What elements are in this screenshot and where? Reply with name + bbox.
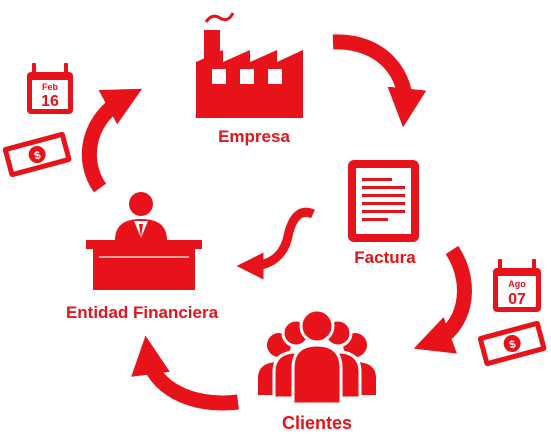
- calendar-day-left: 16: [41, 93, 59, 110]
- arrow-factura-to-entidad: [236, 207, 315, 280]
- money-bill-icon: $: [2, 131, 72, 178]
- entidad-financiera-label: Entidad Financiera: [66, 303, 219, 322]
- clientes-label: Clientes: [282, 413, 352, 433]
- calendar-month-right: Ago: [508, 279, 526, 289]
- calendar-month-left: Feb: [42, 82, 59, 92]
- people-group-icon: [258, 308, 376, 406]
- invoice-document-icon: [348, 160, 419, 242]
- svg-text:$: $: [508, 338, 517, 351]
- factura-label: Factura: [354, 248, 416, 267]
- banker-desk-icon: [86, 192, 202, 290]
- factory-icon: [196, 12, 303, 118]
- arrow-clientes-to-entidad: [131, 335, 239, 411]
- empresa-label: Empresa: [218, 127, 290, 146]
- arrow-factura-to-clientes: [413, 245, 472, 354]
- money-bill-icon: $: [477, 320, 547, 367]
- calendar-icon: [27, 63, 73, 114]
- calendar-icon: [493, 259, 541, 312]
- arrow-entidad-to-empresa: [81, 88, 143, 193]
- arrow-empresa-to-factura: [332, 34, 427, 128]
- calendar-day-right: 07: [508, 291, 526, 308]
- svg-text:$: $: [33, 149, 42, 162]
